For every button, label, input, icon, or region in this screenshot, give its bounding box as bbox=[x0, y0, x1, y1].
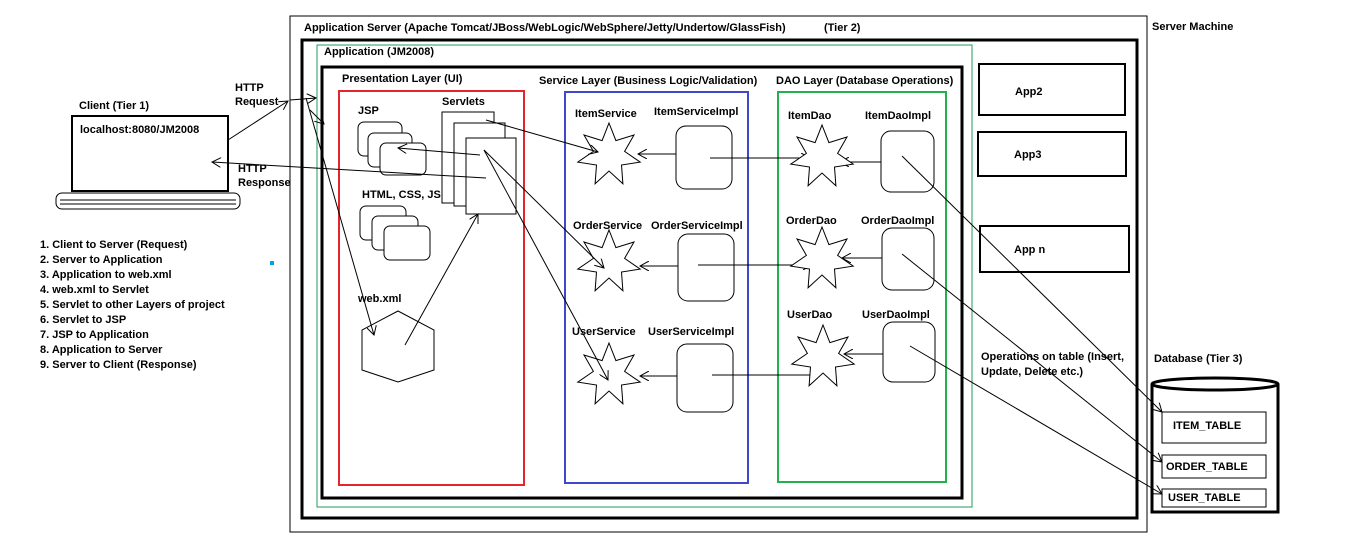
app3-box bbox=[977, 131, 1127, 177]
order-dao-icon bbox=[789, 225, 855, 290]
item-service-label: ItemService bbox=[575, 108, 637, 120]
item-service-icon bbox=[576, 121, 642, 186]
service-layer-box bbox=[564, 91, 749, 484]
step-item: 1. Client to Server (Request) bbox=[40, 239, 188, 251]
step-item: 6. Servlet to JSP bbox=[40, 314, 126, 326]
steps-list: 1. Client to Server (Request) 2. Server … bbox=[40, 239, 225, 371]
order-dao-to-table-arrow bbox=[901, 253, 1162, 462]
service-stars bbox=[576, 121, 642, 406]
servlet-to-jsp-arrow bbox=[398, 148, 481, 156]
app2-box bbox=[978, 63, 1126, 116]
user-service-icon bbox=[576, 341, 642, 406]
app-server-label: Application Server (Apache Tomcat/JBoss/… bbox=[304, 22, 786, 34]
operations-note-line1: Operations on table (Insert, bbox=[981, 351, 1124, 363]
user-dao-impl-box bbox=[882, 321, 936, 383]
step-item: 4. web.xml to Servlet bbox=[40, 284, 149, 296]
order-service-icon bbox=[576, 228, 642, 293]
item-dao-impl-label: ItemDaoImpl bbox=[865, 110, 931, 122]
app-branch-arrow bbox=[309, 109, 324, 124]
order-dao-label: OrderDao bbox=[786, 215, 837, 227]
http-request-label-2: Request bbox=[235, 96, 279, 108]
database-label: Database (Tier 3) bbox=[1154, 353, 1243, 365]
http-response-label-1: HTTP bbox=[238, 163, 267, 175]
user-service-label: UserService bbox=[572, 326, 636, 338]
server-machine-box bbox=[289, 15, 1148, 533]
database-cylinder-top bbox=[1150, 376, 1280, 392]
application-box bbox=[316, 44, 973, 508]
step-item: 2. Server to Application bbox=[40, 254, 163, 266]
http-request-arrow bbox=[227, 101, 288, 141]
servlet-to-user-service-arrow bbox=[483, 149, 608, 380]
item-dao-label: ItemDao bbox=[788, 110, 832, 122]
item-table-label: ITEM_TABLE bbox=[1173, 420, 1241, 432]
html-css-js-icon bbox=[359, 205, 431, 261]
servlet-to-order-service-arrow bbox=[483, 149, 604, 268]
server-to-app-arrow bbox=[289, 98, 316, 100]
user-dao-icon bbox=[790, 323, 856, 388]
user-dao-label: UserDao bbox=[787, 309, 833, 321]
presentation-layer-label: Presentation Layer (UI) bbox=[342, 73, 463, 85]
jsp-label: JSP bbox=[358, 105, 379, 117]
step-item: 5. Servlet to other Layers of project bbox=[40, 299, 225, 311]
item-dao-to-table-arrow bbox=[901, 155, 1162, 412]
item-dao-icon bbox=[789, 123, 855, 188]
step-item: 3. Application to web.xml bbox=[40, 269, 172, 281]
item-service-impl-label: ItemServiceImpl bbox=[654, 106, 738, 118]
client-url: localhost:8080/JM2008 bbox=[80, 124, 199, 136]
order-service-impl-label: OrderServiceImpl bbox=[651, 220, 743, 232]
server-machine-label: Server Machine bbox=[1152, 21, 1233, 33]
web-xml-label: web.xml bbox=[357, 293, 401, 305]
step-item: 9. Server to Client (Response) bbox=[40, 359, 197, 371]
operations-note-line2: Update, Delete etc.) bbox=[981, 366, 1083, 378]
web-xml-hexagon bbox=[361, 310, 435, 383]
jsp-icon bbox=[357, 121, 427, 176]
user-table-box bbox=[1161, 488, 1267, 508]
user-dao-to-table-arrow bbox=[909, 345, 1162, 494]
servlet-to-item-service-arrow bbox=[485, 119, 598, 152]
application-label: Application (JM2008) bbox=[324, 46, 434, 58]
http-response-label-2: Response bbox=[238, 177, 291, 189]
app2-label: App2 bbox=[1015, 86, 1043, 98]
servlets-icon bbox=[441, 111, 517, 215]
app3-label: App3 bbox=[1014, 149, 1042, 161]
order-service-impl-box bbox=[677, 233, 735, 302]
app-server-tier: (Tier 2) bbox=[824, 22, 861, 34]
item-table-box bbox=[1161, 411, 1267, 444]
step-item: 7. JSP to Application bbox=[40, 329, 149, 341]
client-label: Client (Tier 1) bbox=[79, 100, 149, 112]
dao-stars bbox=[789, 123, 856, 388]
app-to-webxml-arrow bbox=[305, 97, 374, 335]
http-request-label-1: HTTP bbox=[235, 82, 264, 94]
html-css-js-label: HTML, CSS, JS bbox=[362, 189, 441, 201]
laptop-screen bbox=[71, 115, 229, 192]
app-server-box bbox=[300, 38, 1139, 520]
user-table-label: USER_TABLE bbox=[1168, 492, 1241, 504]
blue-dot bbox=[270, 261, 274, 265]
app-n-label: App n bbox=[1014, 244, 1045, 256]
user-service-impl-box bbox=[676, 343, 734, 413]
user-service-impl-label: UserServiceImpl bbox=[648, 326, 734, 338]
webxml-to-servlet-arrow bbox=[404, 214, 478, 346]
service-layer-label: Service Layer (Business Logic/Validation… bbox=[539, 75, 758, 87]
dao-layer-box bbox=[777, 91, 947, 483]
order-dao-impl-label: OrderDaoImpl bbox=[861, 215, 934, 227]
servlets-label: Servlets bbox=[442, 96, 485, 108]
presentation-layer-box bbox=[338, 90, 525, 486]
order-service-label: OrderService bbox=[573, 220, 642, 232]
order-table-box bbox=[1161, 454, 1267, 479]
application-layers-box bbox=[320, 65, 964, 500]
app-n-box bbox=[979, 225, 1130, 273]
laptop-base bbox=[55, 192, 241, 210]
dao-layer-label: DAO Layer (Database Operations) bbox=[776, 75, 954, 87]
step-item: 8. Application to Server bbox=[40, 344, 163, 356]
user-dao-impl-label: UserDaoImpl bbox=[862, 309, 930, 321]
order-table-label: ORDER_TABLE bbox=[1166, 461, 1248, 473]
http-response-arrow bbox=[212, 162, 487, 179]
